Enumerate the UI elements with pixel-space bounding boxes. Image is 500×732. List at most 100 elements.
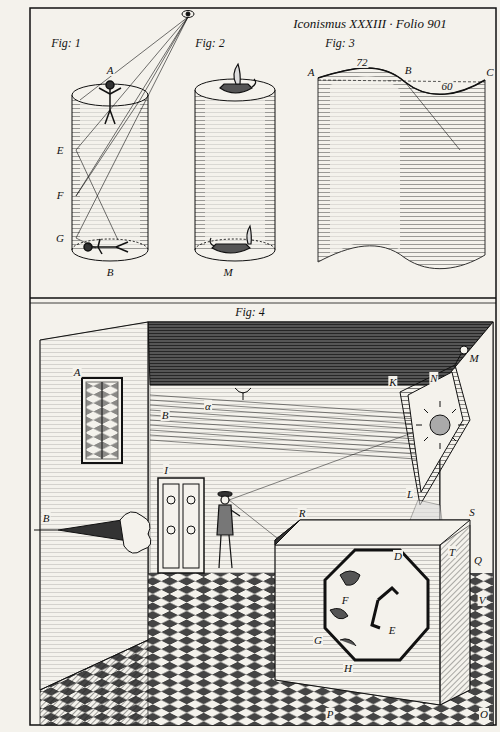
window xyxy=(86,382,118,459)
left-wall xyxy=(40,640,148,725)
callout-letter: G xyxy=(313,634,323,646)
wavy-mirror-fig3 xyxy=(330,76,400,255)
room-fig4 xyxy=(34,322,493,725)
callout-letter: 60 xyxy=(441,80,454,92)
light-beam xyxy=(150,405,430,425)
wavy-mirror-fig3 xyxy=(405,82,460,150)
cylinder-mirror-fig1 xyxy=(72,11,194,261)
observer xyxy=(221,496,229,504)
callout-letter: P xyxy=(326,708,335,720)
callout-letter: B xyxy=(404,64,413,76)
wavy-mirror-fig3 xyxy=(318,68,485,269)
ceiling-ornament xyxy=(235,388,251,400)
sight-lines xyxy=(76,150,118,240)
sight-lines xyxy=(76,238,96,248)
cylinder-mirror-fig1 xyxy=(72,250,148,261)
wavy-mirror-fig3 xyxy=(318,68,485,94)
left-wall xyxy=(40,322,148,690)
box xyxy=(440,545,441,705)
cylinder-mirror-fig1 xyxy=(148,95,149,250)
sight-lines xyxy=(76,17,188,196)
plate-title: Iconismus XXXIII · Folio 901 xyxy=(291,16,448,32)
callout-letter: A xyxy=(106,64,115,76)
window xyxy=(102,382,103,459)
callout-letter: C xyxy=(485,66,494,78)
callout-letter: E xyxy=(56,144,65,156)
sight-lines xyxy=(80,17,188,100)
callout-letter: F xyxy=(56,189,65,201)
lamp-bottom xyxy=(210,238,214,246)
standing-figure xyxy=(99,81,121,124)
callout-letter: R xyxy=(298,507,307,519)
box xyxy=(275,520,470,545)
light-beam xyxy=(150,435,430,455)
light-beam xyxy=(150,425,430,445)
box xyxy=(275,545,440,705)
mirror-frame xyxy=(408,372,463,492)
callout-letter: O xyxy=(479,708,489,720)
light-beam xyxy=(150,410,430,430)
callout-letter: T xyxy=(448,546,456,558)
callout-letter: V xyxy=(478,594,487,606)
light-beam xyxy=(150,440,430,460)
callout-letter: S xyxy=(468,506,476,518)
cylinder-mirror-fig1 xyxy=(72,95,73,250)
light-beam xyxy=(150,395,430,415)
observer xyxy=(219,535,221,568)
wall-projection xyxy=(120,512,151,553)
sight-lines xyxy=(76,17,188,150)
callout-letter: L xyxy=(406,488,414,500)
box xyxy=(275,520,470,705)
ceiling-ornament xyxy=(235,388,251,400)
cylinder-mirror-fig2 xyxy=(195,64,275,261)
left-wall xyxy=(40,322,148,690)
figure-label: Fig: 2 xyxy=(194,37,226,50)
callout-letter: A xyxy=(73,366,82,378)
door xyxy=(158,478,204,573)
callout-letter: F xyxy=(341,594,350,606)
cylinder-mirror-fig2 xyxy=(195,90,196,250)
callout-letter: I xyxy=(163,464,169,476)
callout-letter: Q xyxy=(473,554,483,566)
light-beam xyxy=(150,400,430,420)
lamp-top xyxy=(220,64,256,93)
door xyxy=(158,478,204,573)
frame xyxy=(30,8,496,725)
box xyxy=(440,525,470,705)
callout-letter: B xyxy=(161,409,170,421)
box xyxy=(275,520,470,705)
lamp-top xyxy=(252,79,256,87)
lying-figure xyxy=(84,239,128,254)
standing-figure xyxy=(110,110,115,124)
box xyxy=(372,588,398,628)
observer xyxy=(217,505,233,535)
standing-figure xyxy=(106,81,114,89)
eye xyxy=(182,11,194,18)
cylinder-mirror-fig2 xyxy=(275,90,276,250)
callout-letter: B xyxy=(106,266,115,278)
standing-figure xyxy=(105,110,110,124)
callout-letter: H xyxy=(343,662,353,674)
door xyxy=(163,484,179,568)
lying-figure xyxy=(98,239,100,247)
lying-figure xyxy=(116,242,128,247)
mirror-frame xyxy=(455,352,462,365)
callout-letter: G xyxy=(55,232,65,244)
sight-lines xyxy=(76,100,140,196)
light-beam xyxy=(150,395,430,460)
mirror-frame xyxy=(400,346,470,545)
lying-figure xyxy=(116,247,128,252)
figure-label: Fig: 4 xyxy=(234,306,266,319)
observer xyxy=(231,510,240,516)
sun xyxy=(430,415,450,435)
window xyxy=(82,378,122,463)
cylinder-mirror-fig1 xyxy=(72,239,148,250)
callout-letter: B xyxy=(42,512,51,524)
figure-label: Fig: 1 xyxy=(50,37,82,50)
door xyxy=(167,496,175,504)
sight-lines xyxy=(140,17,188,100)
frame xyxy=(30,297,496,299)
light-beam xyxy=(150,415,430,435)
wall-projection xyxy=(34,530,58,531)
frame xyxy=(30,303,496,304)
